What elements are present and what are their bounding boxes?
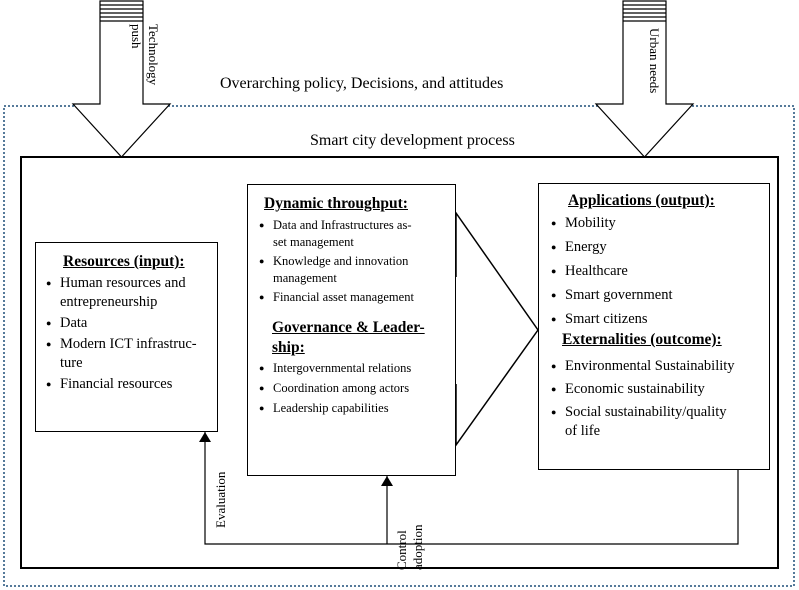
governance-list: Intergovernmental relations Coordination… <box>259 360 411 417</box>
evaluation-text: Evaluation <box>213 471 228 528</box>
list-item: Knowledge and innovation management <box>259 253 414 287</box>
resources-list: Human resources and entrepreneurship Dat… <box>46 274 197 394</box>
evaluation-label: Evaluation <box>213 472 229 528</box>
list-item: Coordination among actors <box>259 380 411 397</box>
list-item: Data <box>46 314 197 333</box>
list-item: Environmental Sustainability <box>551 357 735 376</box>
governance-title-line-2: ship: <box>272 339 305 356</box>
list-item: Mobility <box>551 214 673 233</box>
control-line-1: Control <box>394 530 409 570</box>
control-adoption-label: Control adoption <box>394 525 426 571</box>
list-item: Financial resources <box>46 375 197 394</box>
externality-line: of life <box>565 423 601 439</box>
policy-boundary <box>3 105 795 587</box>
list-item: Modern ICT infrastruc- ture <box>46 335 197 373</box>
throughput-item-line: Knowledge and innovation <box>273 254 409 268</box>
list-item: Smart citizens <box>551 310 673 329</box>
applications-list: Mobility Energy Healthcare Smart governm… <box>551 214 673 329</box>
throughput-title: Dynamic throughput: <box>264 195 408 212</box>
list-item: Data and Infrastructures as- set managem… <box>259 217 414 251</box>
resources-box: Resources (input): Human resources and e… <box>35 242 218 432</box>
resource-item-line: ture <box>60 355 83 371</box>
governance-title: Governance & Leader- ship: <box>272 318 425 358</box>
list-item: Intergovernmental relations <box>259 360 411 377</box>
throughput-item-line: management <box>273 271 337 285</box>
externalities-list: Environmental Sustainability Economic su… <box>551 357 735 441</box>
list-item: Smart government <box>551 286 672 305</box>
control-line-2: adoption <box>410 524 425 571</box>
process-label: Smart city development process <box>310 132 515 149</box>
list-item: Social sustainability/quality of life <box>551 403 735 441</box>
list-item: Financial asset management <box>259 289 414 306</box>
throughput-box: Dynamic throughput: Data and Infrastruct… <box>247 184 456 476</box>
resource-item-line: entrepreneurship <box>60 294 158 310</box>
urban-needs-label: Urban needs <box>646 28 662 93</box>
list-item: Energy <box>551 238 673 257</box>
urban-needs-arrow <box>594 0 695 158</box>
process-boundary <box>20 156 779 569</box>
applications-box: Applications (output): Mobility Energy H… <box>538 183 770 470</box>
policy-label: Overarching policy, Decisions, and attit… <box>220 75 504 92</box>
throughput-list: Data and Infrastructures as- set managem… <box>259 217 414 306</box>
applications-title: Applications (output): <box>568 192 715 209</box>
throughput-item-line: Financial asset management <box>273 290 414 304</box>
resource-item-line: Financial resources <box>60 376 173 392</box>
list-item: Healthcare <box>551 262 673 281</box>
externalities-title: Externalities (outcome): <box>562 331 722 348</box>
externality-line: Social sustainability/quality <box>565 404 727 420</box>
resource-item-line: Human resources and <box>60 275 186 291</box>
externality-line: Environmental Sustainability <box>565 358 735 374</box>
resource-item-line: Modern ICT infrastruc- <box>60 336 197 352</box>
technology-push-arrow <box>71 0 172 158</box>
externality-line: Economic sustainability <box>565 381 705 397</box>
control-arrowhead <box>381 476 393 486</box>
list-item: Human resources and entrepreneurship <box>46 274 197 312</box>
throughput-item-line: Data and Infrastructures as- <box>273 218 412 232</box>
evaluation-arrowhead <box>199 432 211 442</box>
list-item: Leadership capabilities <box>259 400 411 417</box>
governance-title-line-1: Governance & Leader- <box>272 319 425 336</box>
technology-push-line-1: Technology <box>146 24 161 86</box>
technology-push-label: Technology push <box>128 24 162 85</box>
resource-item-line: Data <box>60 315 88 331</box>
list-item: Economic sustainability <box>551 380 735 399</box>
throughput-output-arrow <box>455 210 539 448</box>
technology-push-line-2: push <box>129 24 144 49</box>
feedback-line <box>204 432 739 545</box>
resources-title: Resources (input): <box>63 253 185 270</box>
urban-needs-text: Urban needs <box>647 28 662 94</box>
throughput-item-line: set management <box>273 235 354 249</box>
